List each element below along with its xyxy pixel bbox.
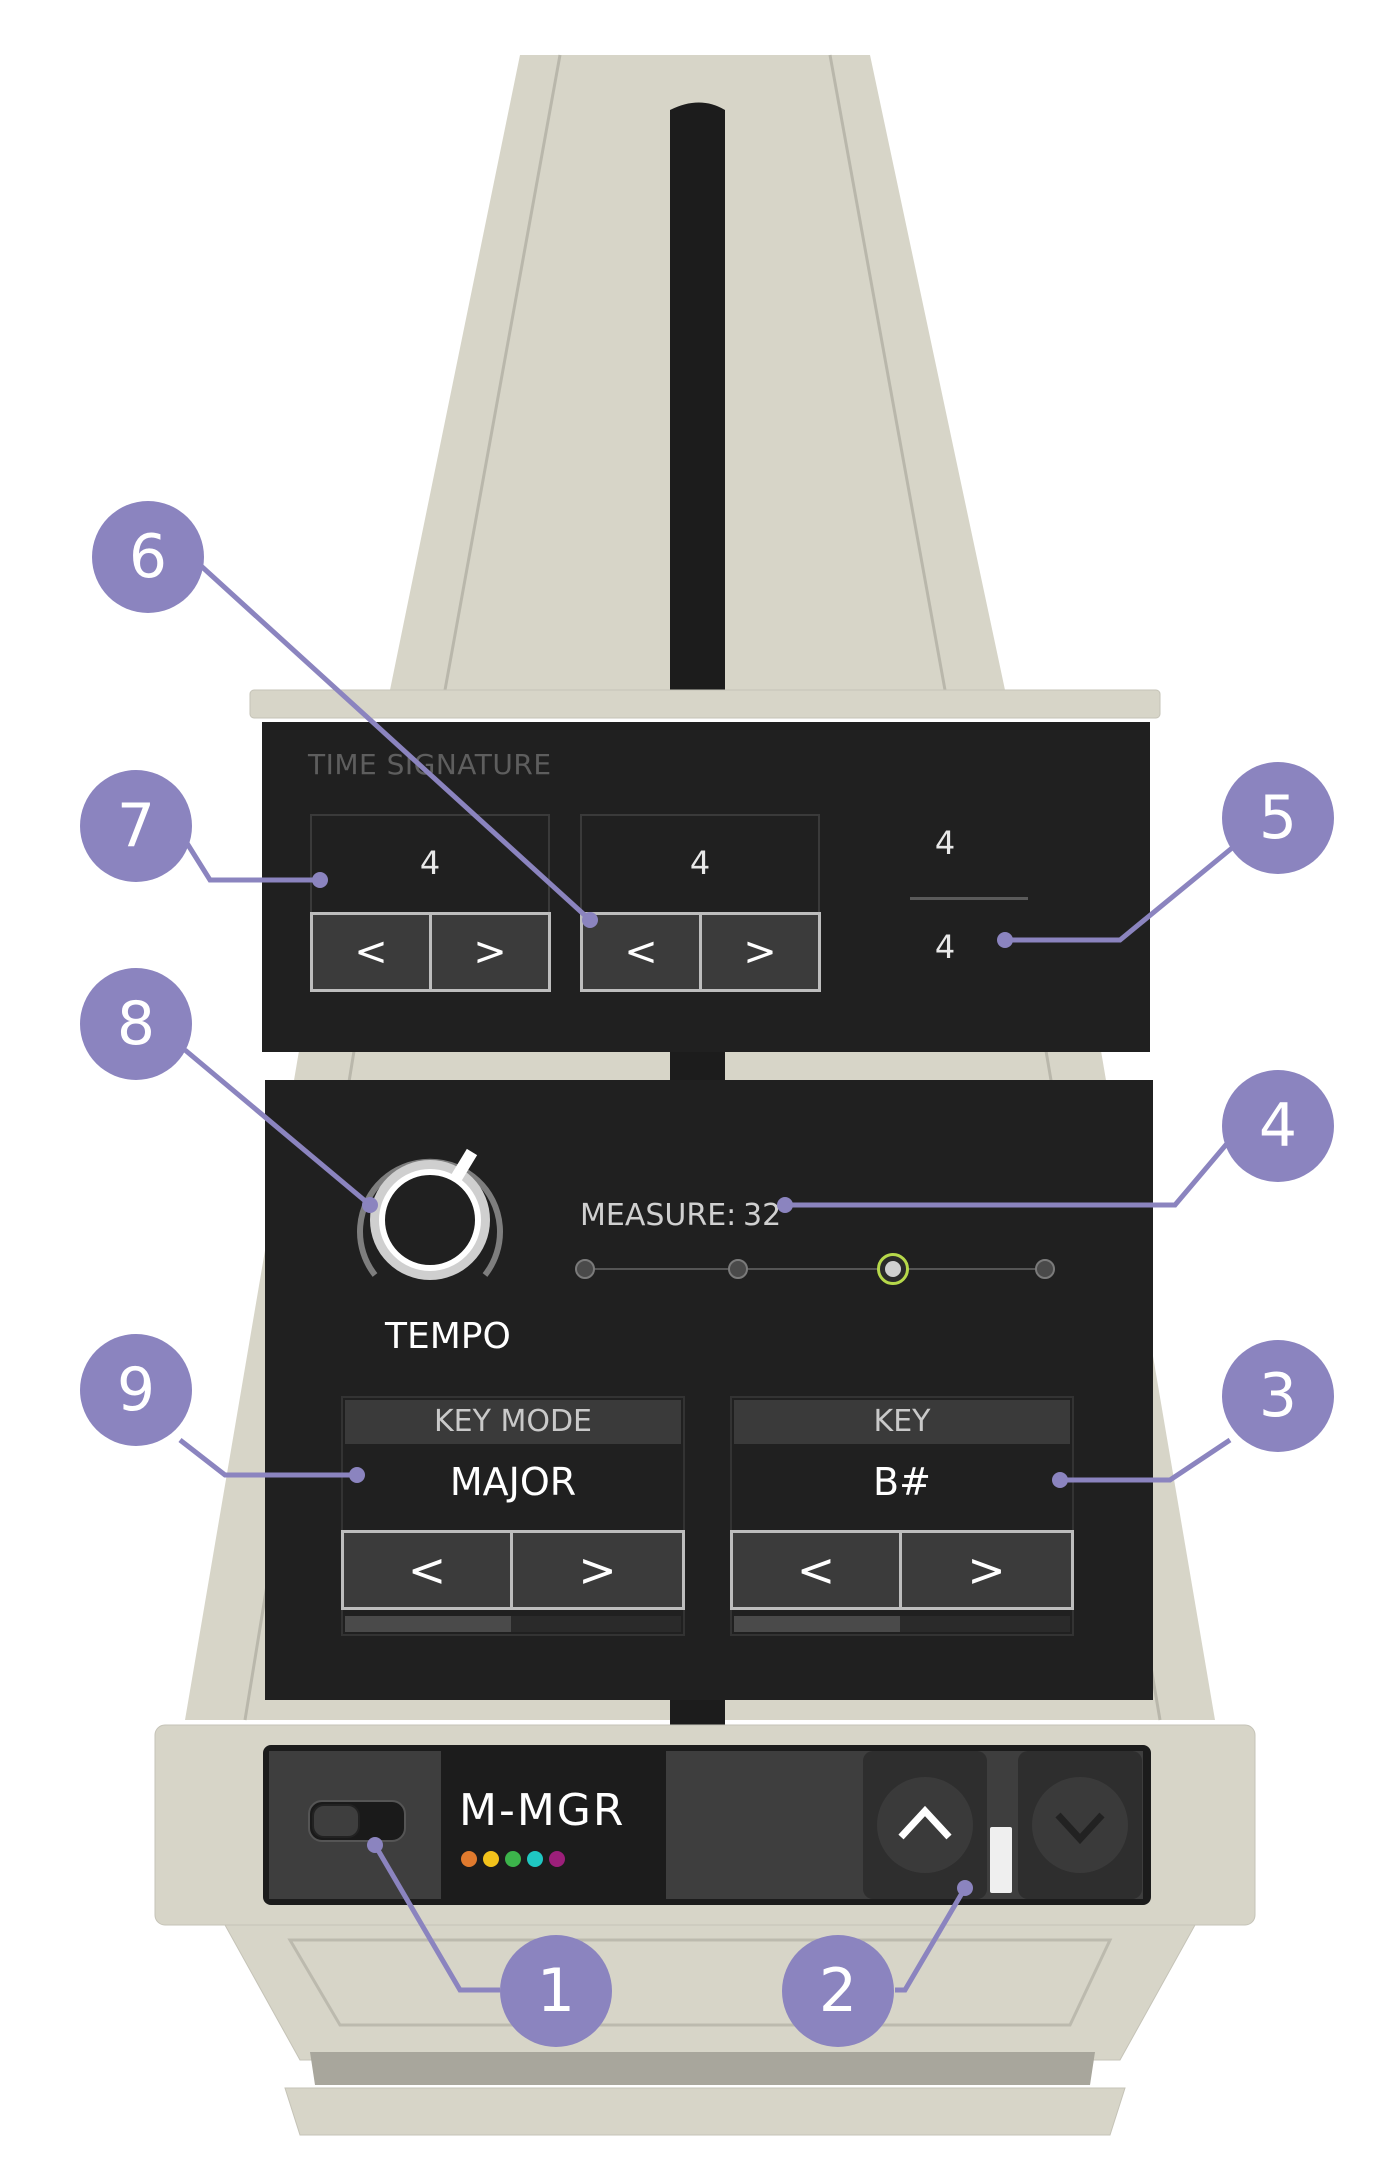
main-control-panel: TEMPO MEASURE: 32 KEY MODE MAJOR < > KEY…: [265, 1080, 1153, 1700]
measure-step-4[interactable]: [1035, 1259, 1055, 1279]
key-value: B#: [873, 1460, 931, 1504]
time-signature-label: TIME SIGNATURE: [308, 748, 552, 781]
callout-3: 3: [1222, 1340, 1334, 1452]
tempo-knob[interactable]: [345, 1135, 515, 1305]
key-mode-value: MAJOR: [449, 1460, 577, 1504]
key-next-button[interactable]: >: [899, 1530, 1074, 1610]
denominator-increase-button[interactable]: >: [699, 912, 821, 992]
chevron-up-icon: [877, 1777, 973, 1873]
key-mode-progress-fill: [345, 1616, 511, 1632]
key-mode-section: [341, 1396, 685, 1636]
pyramid-edge-right: [828, 54, 947, 691]
scroll-down-button[interactable]: [1018, 1751, 1142, 1899]
callout-6: 6: [92, 501, 204, 613]
base-shadow: [310, 2052, 1095, 2085]
tempo-knob-face: [379, 1169, 481, 1271]
measure-step-3-thumb: [885, 1261, 901, 1277]
measure-step-1[interactable]: [575, 1259, 595, 1279]
device-header-bar: M-MGR: [263, 1745, 1151, 1905]
device-name: M-MGR: [459, 1785, 626, 1836]
tempo-knob-indicator: [449, 1148, 478, 1184]
measure-step-2[interactable]: [728, 1259, 748, 1279]
base-foot: [284, 2087, 1126, 2136]
status-dot-3: [505, 1851, 521, 1867]
scroll-up-button[interactable]: [863, 1751, 987, 1899]
status-dot-2: [483, 1851, 499, 1867]
key-progress-fill: [734, 1616, 900, 1632]
status-dot-1: [461, 1851, 477, 1867]
time-signature-display-bottom: 4: [934, 928, 956, 966]
callout-2: 2: [782, 1935, 894, 2047]
denominator-decrease-button[interactable]: <: [580, 912, 702, 992]
key-section: [730, 1396, 1074, 1636]
key-mode-previous-button[interactable]: <: [341, 1530, 513, 1610]
numerator-decrease-button[interactable]: <: [310, 912, 432, 992]
numerator-increase-button[interactable]: >: [429, 912, 551, 992]
callout-7: 7: [80, 770, 192, 882]
key-previous-button[interactable]: <: [730, 1530, 902, 1610]
measure-step-3-selected[interactable]: [877, 1253, 909, 1285]
display-area: [666, 1751, 861, 1899]
key-header: KEY: [734, 1400, 1070, 1444]
status-dot-5: [549, 1851, 565, 1867]
numerator-display: 4: [310, 814, 550, 914]
measure-slider-track: [585, 1268, 1045, 1270]
callout-1: 1: [500, 1935, 612, 2047]
denominator-value: 4: [689, 844, 711, 882]
measure-value: 32: [743, 1198, 782, 1233]
chevron-down-icon: [1032, 1777, 1128, 1873]
key-mode-next-button[interactable]: >: [510, 1530, 685, 1610]
time-signature-panel: TIME SIGNATURE 4 < > 4 < > 4 4: [262, 722, 1150, 1052]
callout-5: 5: [1222, 762, 1334, 874]
power-toggle-thumb: [312, 1804, 360, 1838]
base-skirt: [224, 1924, 1196, 2061]
key-mode-header: KEY MODE: [345, 1400, 681, 1444]
callout-9: 9: [80, 1334, 192, 1446]
tempo-label: TEMPO: [385, 1316, 511, 1357]
time-signature-divider: [910, 897, 1028, 900]
status-dot-4: [527, 1851, 543, 1867]
callout-8: 8: [80, 968, 192, 1080]
ledge-top: [249, 689, 1161, 719]
status-dots: [461, 1851, 565, 1867]
numerator-value: 4: [419, 844, 441, 882]
denominator-display: 4: [580, 814, 820, 914]
scroll-position-indicator[interactable]: [990, 1827, 1012, 1893]
time-signature-display-top: 4: [934, 824, 956, 862]
pendulum-slot: [670, 102, 725, 690]
measure-label: MEASURE:: [580, 1198, 737, 1233]
power-toggle[interactable]: [308, 1800, 406, 1842]
callout-4: 4: [1222, 1070, 1334, 1182]
